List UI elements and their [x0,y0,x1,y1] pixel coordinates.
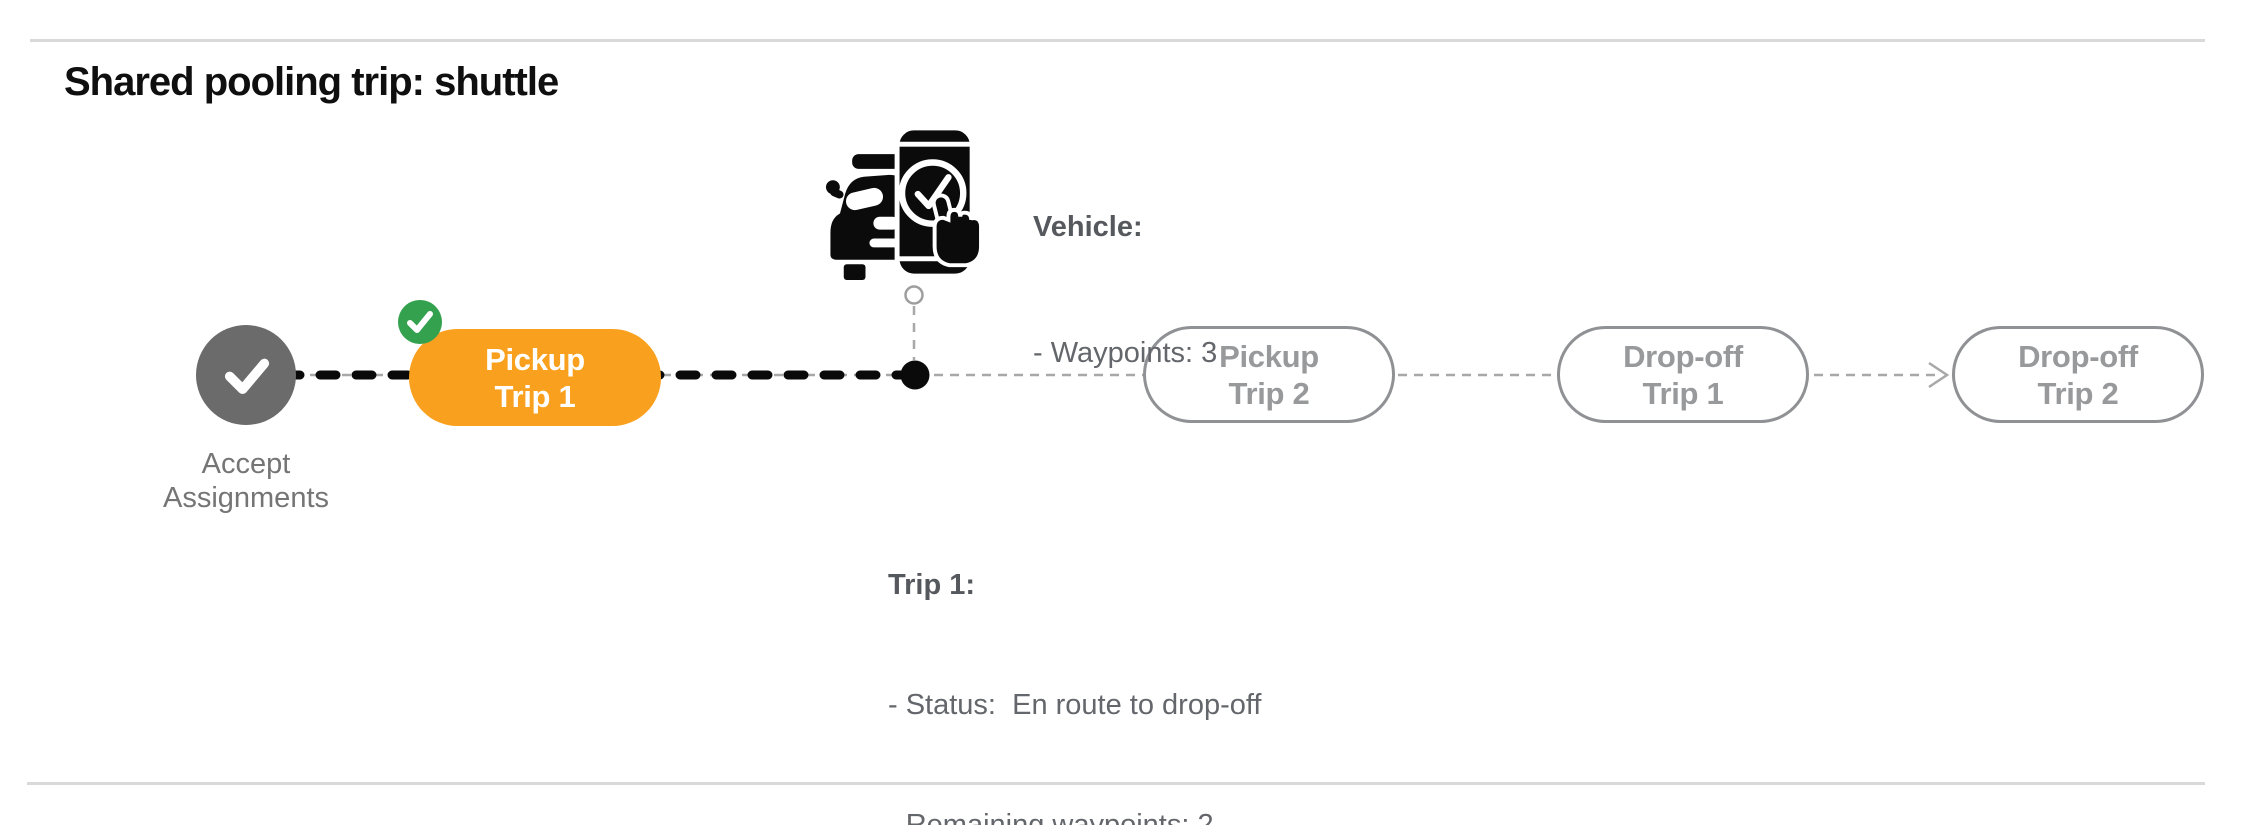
car-phone-check-icon [820,122,988,285]
vehicle-anchor-ring-icon [904,285,924,305]
top-divider [30,39,2205,42]
node-drop-off-trip-2: Drop-off Trip 2 [1952,326,2204,423]
node-accept-assignments-label: Accept Assignments [162,448,329,514]
vehicle-info-waypoints: - Waypoints: 3 [1033,337,1218,369]
arrowhead-icon [1928,361,1950,389]
trip-1-remaining-waypoints: - Remaining waypoints: 2 [888,809,1214,825]
check-icon [224,358,270,395]
node-pickup-trip-2: Pickup Trip 2 [1143,326,1395,423]
bottom-divider [27,782,2205,785]
vehicle-info-title: Vehicle: [1033,211,1143,243]
trip-1-title: Trip 1: [888,569,976,601]
node-drop-off-trip-1: Drop-off Trip 1 [1557,326,1809,423]
completed-badge [398,300,442,344]
trip-status-panel: Trip 1: - Status: En route to drop-off -… [888,485,1261,825]
vehicle-info: Vehicle: - Waypoints: 3 [1033,122,1217,458]
node-accept-assignments [196,325,296,425]
check-icon [407,311,433,333]
vehicle-position-dot-icon [900,360,930,390]
node-pickup-trip-1: Pickup Trip 1 [409,329,661,426]
trip-1-status: - Status: En route to drop-off [888,689,1262,721]
page-title: Shared pooling trip: shuttle [64,60,559,104]
